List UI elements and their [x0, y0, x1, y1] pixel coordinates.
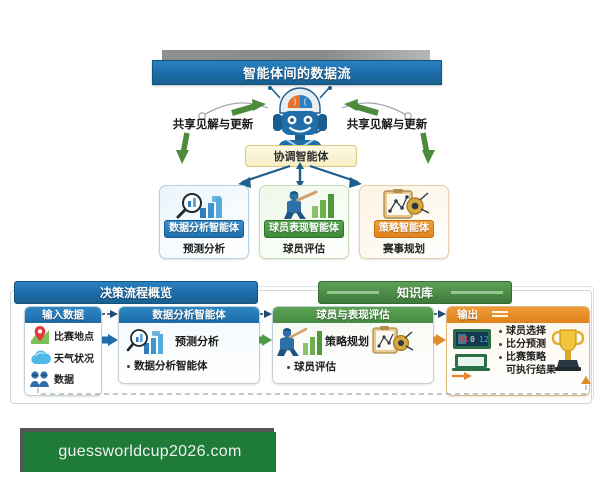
- output-item-label: 比分预测: [506, 339, 546, 350]
- agent-card-data-analysis-name: 数据分析智能体: [164, 220, 244, 238]
- flow-box-player-evaluation-bullet-text: 球员评估: [294, 361, 336, 373]
- output-items-list: 球员选择 比分预测 比赛策略 可执行结果: [499, 325, 556, 377]
- map-pin-icon: [31, 326, 49, 344]
- share-arrows-group: [176, 99, 435, 164]
- flow-box-output[interactable]: 输出 51 0 12 球员选择 比分预测 比赛策略 可: [446, 306, 590, 396]
- share-insights-right-label: 共享见解与更新: [346, 119, 428, 131]
- agent-card-strategy-subtitle: 赛事规划: [383, 243, 425, 255]
- coordinator-agent-node[interactable]: 协调智能体: [245, 145, 357, 167]
- svg-text:12: 12: [479, 335, 489, 344]
- list-item[interactable]: 数据: [25, 367, 101, 388]
- flow-banner-title: 决策流程概览: [99, 286, 172, 300]
- agent-card-data-analysis[interactable]: 数据分析智能体 预测分析: [159, 185, 249, 259]
- bullet-dot-icon: [499, 342, 502, 346]
- share-insights-right: 共享见解与更新: [332, 115, 442, 133]
- agent-card-player-performance-subtitle: 球员评估: [283, 243, 325, 255]
- input-item-label: 数据: [54, 375, 74, 386]
- banner-gray-strip: [162, 50, 430, 61]
- trophy-icon: [551, 329, 585, 371]
- agent-card-strategy[interactable]: 策略智能体 赛事规划: [359, 185, 449, 259]
- bullet-dot-icon: [287, 365, 290, 369]
- list-item: 比赛策略: [499, 351, 556, 364]
- bullet-dot-icon: [499, 329, 502, 333]
- coordinator-agent-label: 协调智能体: [273, 151, 329, 163]
- clipboard-tactics-icon: [360, 188, 448, 220]
- svg-text:51: 51: [459, 335, 469, 344]
- batter-bar-chart-icon: [260, 188, 348, 220]
- svg-text:0: 0: [470, 335, 475, 344]
- output-item-label: 球员选择: [506, 326, 546, 337]
- kb-decor-line-left: [327, 291, 379, 294]
- flow-box-player-evaluation-body: 策略规划 球员评估: [273, 323, 433, 383]
- flow-box-output-header: 输出: [447, 307, 589, 323]
- share-insights-left-label: 共享见解与更新: [172, 119, 254, 131]
- url-text: guessworldcup2026.com: [58, 443, 242, 460]
- flow-box-input[interactable]: 输入数据 比赛地点 天气状况: [24, 306, 102, 396]
- flow-box-data-analysis-main-label: 预测分析: [175, 336, 219, 348]
- flow-box-output-body: 51 0 12 球员选择 比分预测 比赛策略 可执行结果: [447, 323, 589, 395]
- bullet-dot-icon: [127, 364, 130, 368]
- flow-box-data-analysis-bullet-text: 数据分析智能体: [134, 360, 208, 372]
- flow-box-data-analysis[interactable]: 数据分析智能体 预测分析 数据分析智能体: [118, 306, 260, 384]
- flow-box-data-analysis-header: 数据分析智能体: [119, 307, 259, 323]
- list-item: 比分预测: [499, 338, 556, 351]
- flow-box-player-evaluation-main-label: 策略规划: [325, 336, 369, 348]
- coordinator-to-agents-arrows: [238, 162, 362, 188]
- cloud-icon: [31, 350, 51, 365]
- kb-decor-line-right: [451, 291, 503, 294]
- output-item-label: 比赛策略: [506, 352, 546, 363]
- magnifier-bar-chart-icon: [126, 329, 163, 354]
- top-banner-title: 智能体间的数据流: [242, 66, 351, 81]
- players-icon: [30, 371, 49, 387]
- flow-box-data-analysis-body: 预测分析 数据分析智能体: [119, 323, 259, 383]
- knowledge-base-title: 知识库: [396, 286, 433, 300]
- list-item[interactable]: 天气状况: [25, 346, 101, 367]
- flow-box-player-evaluation[interactable]: 球员与表现评估 策略规划: [272, 306, 434, 384]
- magnifier-bar-chart-icon: [160, 188, 248, 220]
- clipboard-tactics-icon: [372, 326, 414, 354]
- agent-card-player-performance[interactable]: 球员表现智能体 球员评估: [259, 185, 349, 259]
- flow-box-input-header: 输入数据: [25, 307, 101, 323]
- input-item-label: 天气状况: [54, 354, 94, 365]
- list-item: 可执行结果: [499, 364, 556, 377]
- input-item-label: 比赛地点: [54, 332, 94, 343]
- list-item: 球员选择: [499, 325, 556, 338]
- output-item-label: 可执行结果: [506, 365, 556, 376]
- url-badge[interactable]: guessworldcup2026.com: [24, 432, 276, 472]
- share-insights-left: 共享见解与更新: [158, 115, 268, 133]
- agent-card-player-performance-name: 球员表现智能体: [264, 220, 344, 238]
- agent-card-data-analysis-subtitle: 预测分析: [183, 243, 225, 255]
- flow-box-player-evaluation-header: 球员与表现评估: [273, 307, 433, 323]
- agent-card-strategy-name: 策略智能体: [374, 220, 434, 238]
- bullet-dot-icon: [499, 355, 502, 359]
- flow-box-player-evaluation-bullet: 球员评估: [273, 359, 433, 374]
- knowledge-base-banner: 知识库: [318, 281, 512, 304]
- list-item[interactable]: 比赛地点: [25, 323, 101, 346]
- flow-banner: 决策流程概览: [14, 281, 258, 304]
- top-banner: 智能体间的数据流: [152, 60, 442, 85]
- menu-lines-icon: [492, 311, 508, 317]
- scoreboard-laptop-icon: 51 0 12: [452, 329, 491, 371]
- flow-box-output-header-label: 输出: [457, 309, 478, 321]
- flow-connectors: [37, 310, 591, 395]
- flow-box-data-analysis-bullet: 数据分析智能体: [119, 358, 259, 373]
- batter-bar-chart-icon: [277, 327, 322, 356]
